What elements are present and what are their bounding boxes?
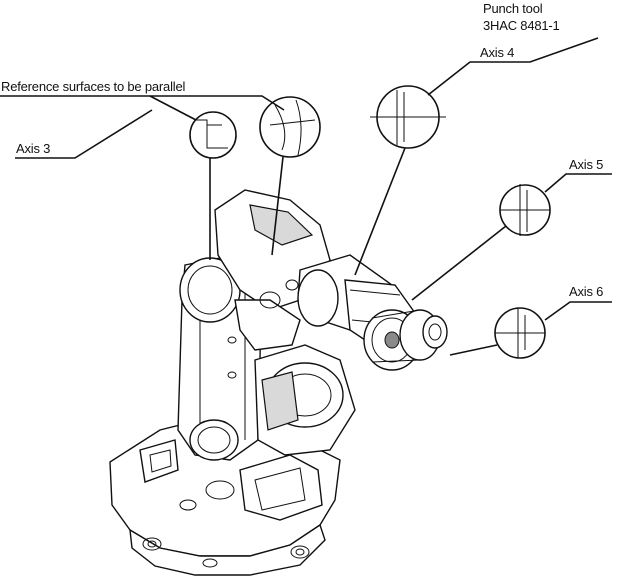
punch-tool-label: Punch tool — [483, 1, 543, 16]
axis3-label: Axis 3 — [16, 141, 51, 156]
leader-lines — [0, 37, 612, 321]
axis6-label: Axis 6 — [569, 284, 604, 299]
axis2-motor — [254, 344, 356, 456]
axis3-detail-circle — [189, 111, 237, 260]
reference-detail-circle — [259, 96, 321, 256]
wrist-assembly — [363, 309, 448, 371]
axis5-label: Axis 5 — [569, 157, 604, 172]
axis4-detail-circle — [354, 85, 446, 276]
reference-surfaces-label: Reference surfaces to be parallel — [1, 79, 186, 94]
axis5-detail-circle — [411, 184, 551, 301]
axis4-label: Axis 4 — [480, 45, 515, 60]
axis6-detail-circle — [449, 307, 546, 359]
punch-tool-part-number: 3HAC 8481-1 — [483, 18, 560, 33]
